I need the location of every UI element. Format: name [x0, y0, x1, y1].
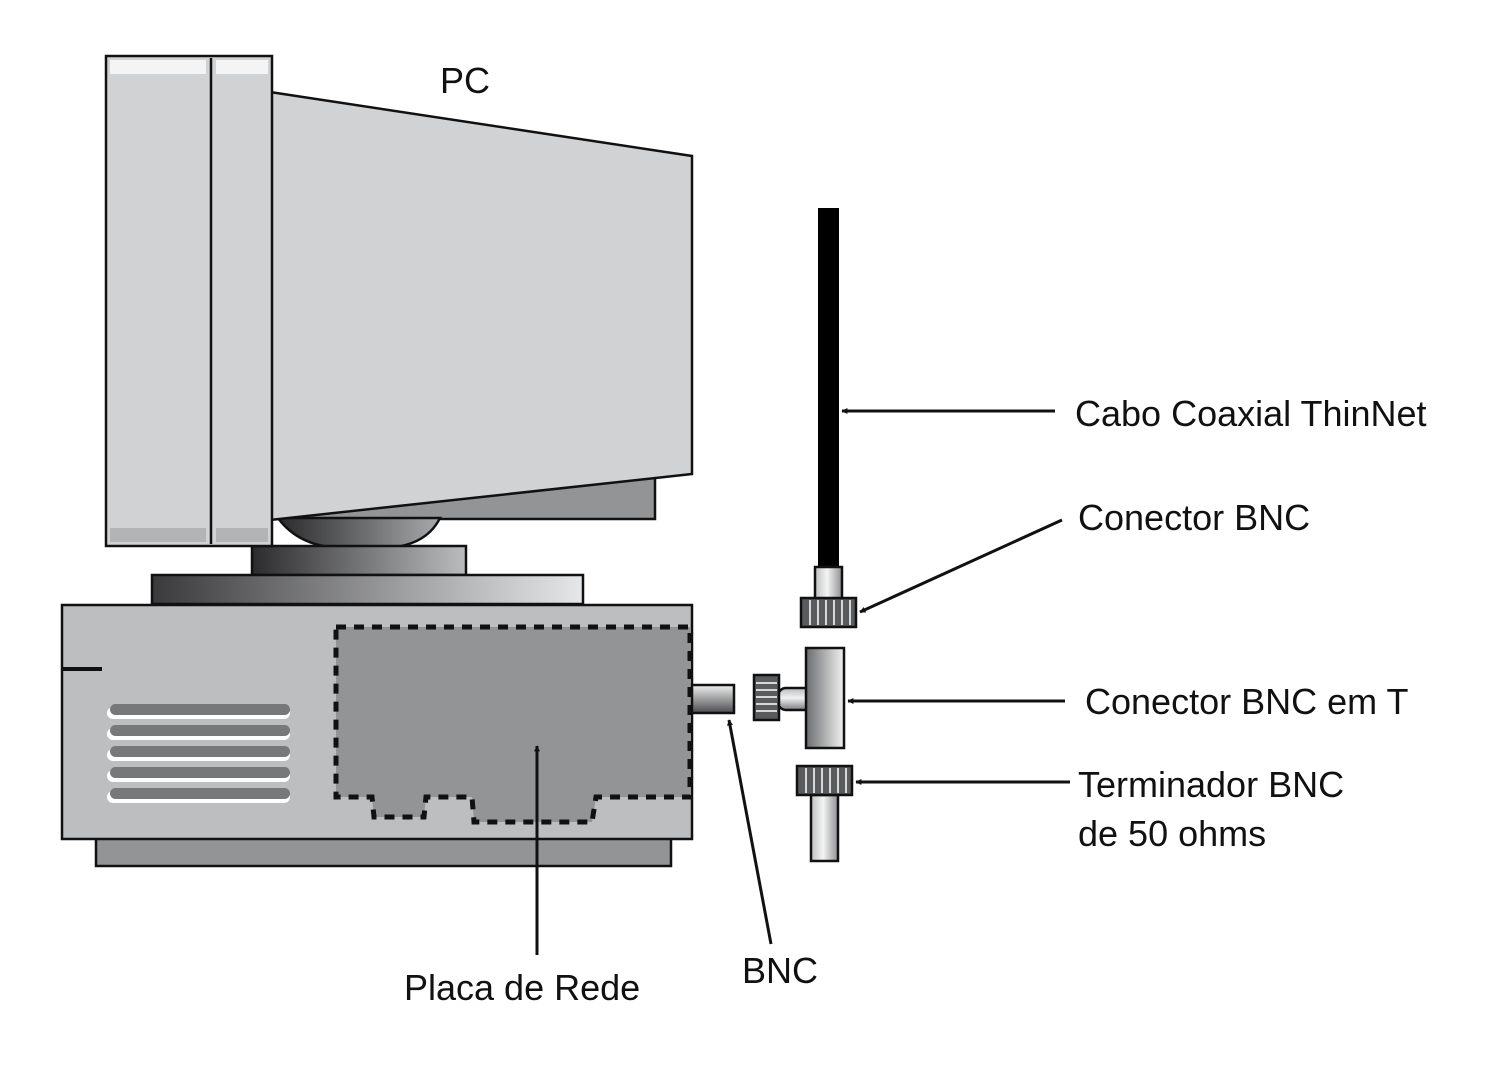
- cable-connector-sleeve: [813, 565, 844, 601]
- vent-slot: [107, 767, 290, 782]
- bnc-connector-label: Conector BNC: [1078, 497, 1310, 538]
- bnc-port-label: BNC: [742, 950, 818, 991]
- t-connector-body: [804, 646, 846, 750]
- monitor-body: [268, 90, 694, 522]
- terminator-label-line1: Terminador BNC: [1078, 764, 1344, 805]
- terminator-body: [809, 793, 840, 863]
- arrow-bnc-port: [727, 719, 773, 945]
- bezel-shade-bottom-right: [216, 528, 268, 542]
- bezel-highlight-top-left: [110, 60, 206, 74]
- vent-slot: [107, 704, 290, 719]
- vent-slot: [107, 746, 290, 761]
- monitor-bezel: [104, 54, 274, 548]
- network-card-label: Placa de Rede: [404, 967, 640, 1008]
- case-vents: [107, 704, 290, 803]
- arrow-bnc-connector: [859, 518, 1063, 614]
- t-connector: [752, 646, 846, 750]
- monitor: [104, 54, 694, 606]
- t-connector-nut: [752, 673, 781, 722]
- bnc-connector: [799, 596, 858, 629]
- bnc-port: [690, 683, 736, 715]
- vent-slot: [107, 788, 290, 803]
- monitor-swivel: [275, 516, 443, 550]
- cable-label: Cabo Coaxial ThinNet: [1075, 393, 1427, 434]
- vent-slot: [107, 725, 290, 740]
- case-foot: [94, 836, 673, 868]
- t-connector-label: Conector BNC em T: [1085, 681, 1408, 722]
- monitor-stand: [250, 544, 468, 577]
- monitor-base: [150, 573, 585, 606]
- network-card: [333, 624, 693, 825]
- thinnet-cable: [818, 208, 839, 568]
- bezel-highlight-top-right: [216, 60, 268, 74]
- pc-label: PC: [440, 60, 490, 101]
- bezel-shade-bottom-left: [110, 528, 206, 542]
- computer-case: [60, 603, 694, 868]
- terminator-label-line2: de 50 ohms: [1078, 813, 1266, 854]
- bnc-terminator: [795, 764, 854, 863]
